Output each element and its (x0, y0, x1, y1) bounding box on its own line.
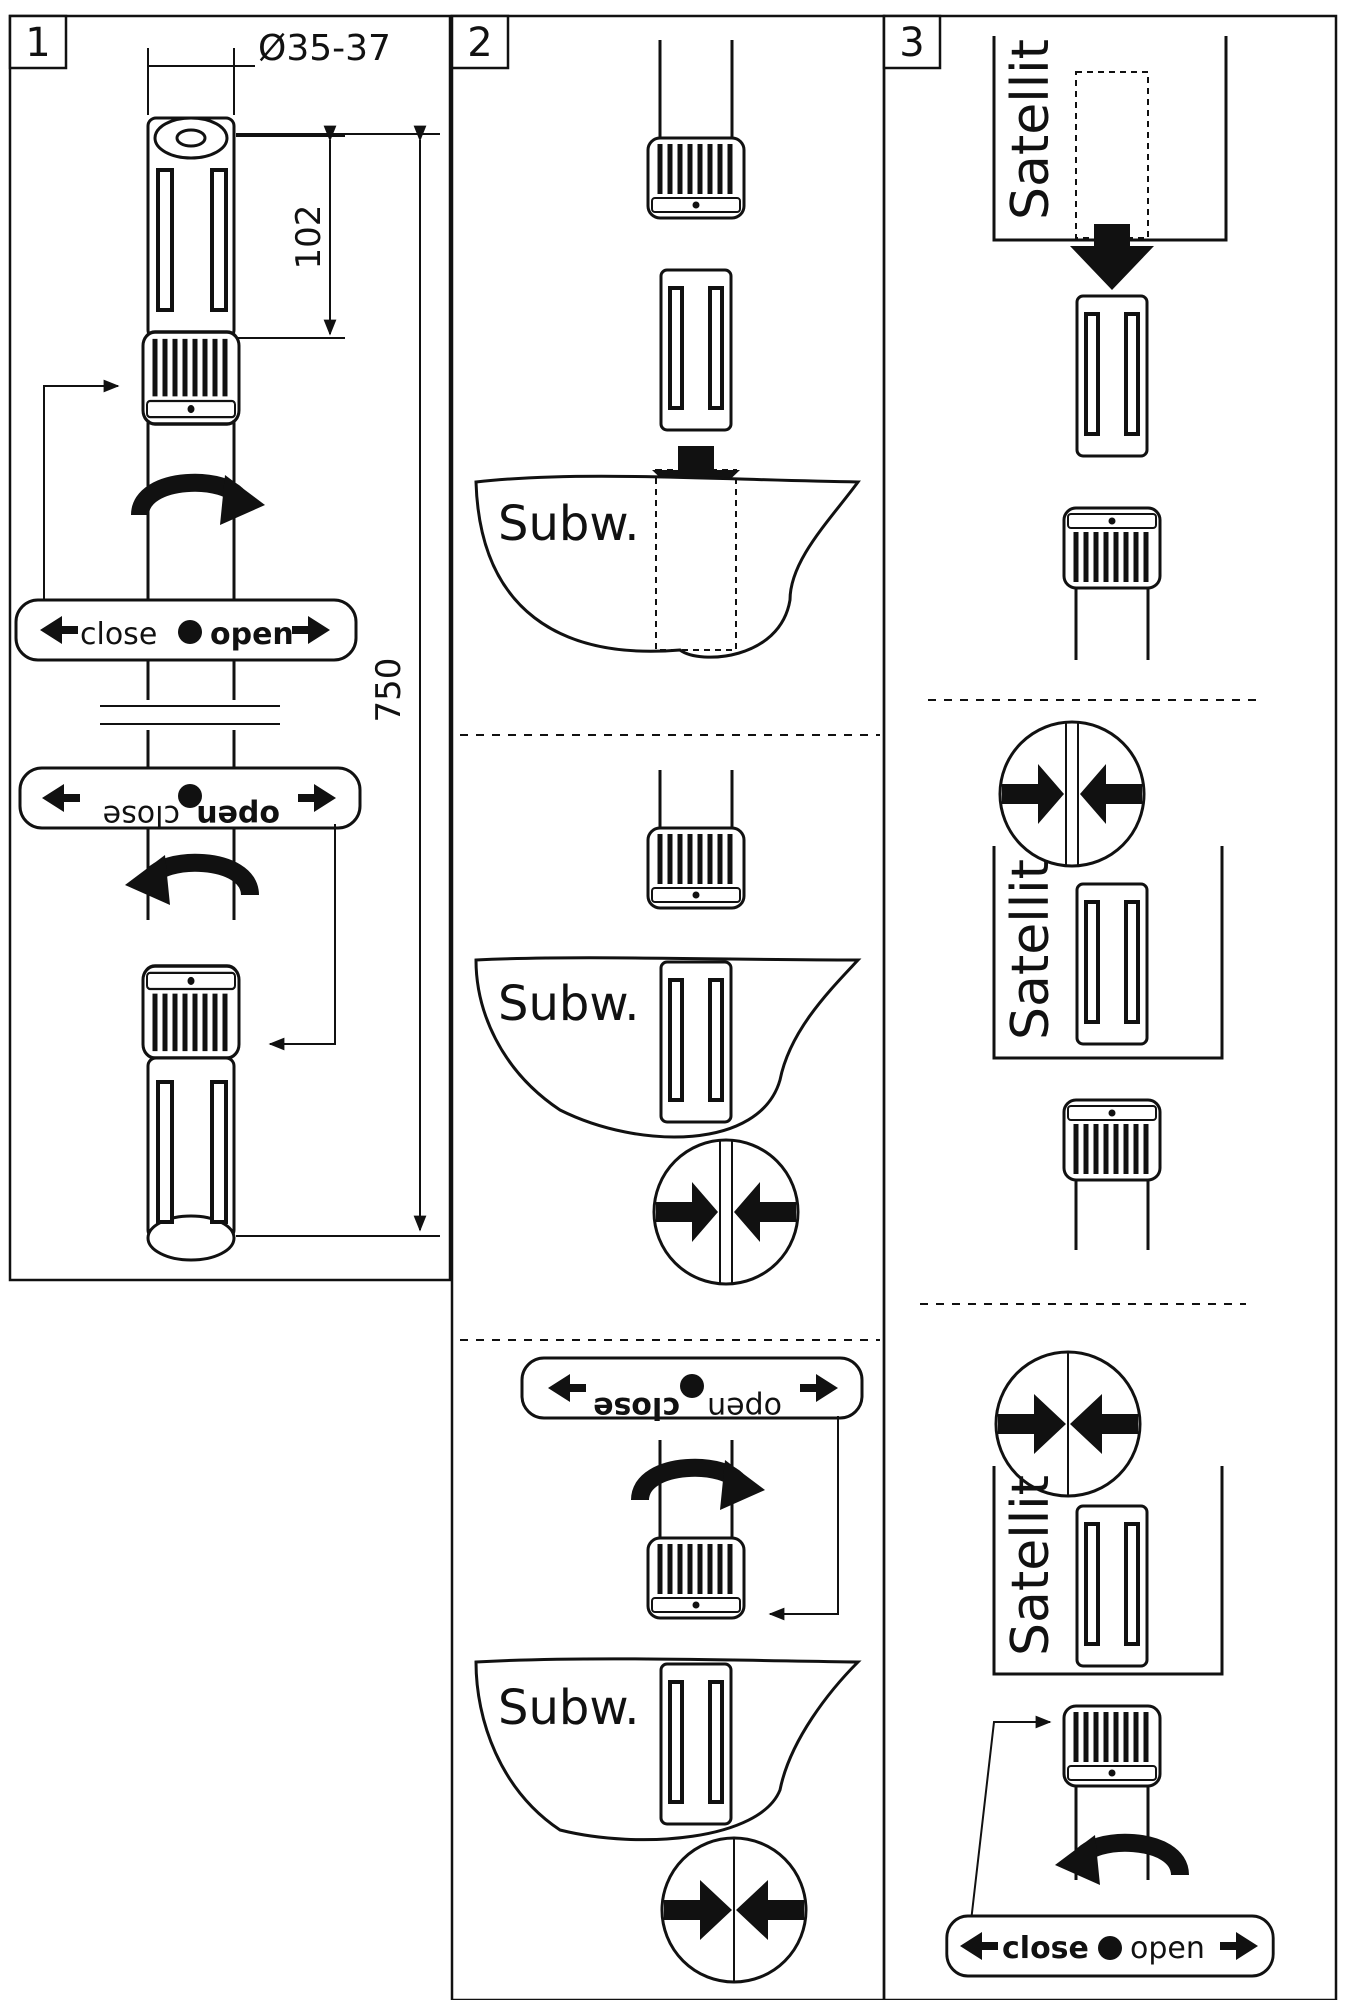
panel-3-step-c: Satellit close open (945, 1350, 1275, 1978)
open-label-3c: open (1130, 1931, 1205, 1966)
close-label-c: close (593, 1390, 680, 1425)
panel-3-number: 3 (899, 20, 924, 66)
subwoofer-label-a: Subw. (498, 496, 639, 552)
panel-2-step-c: close open Subw. (474, 1356, 864, 1984)
subwoofer-label-b: Subw. (498, 976, 639, 1032)
open-label-upper: open (210, 617, 294, 652)
panel-2-number: 2 (467, 20, 492, 66)
close-label-lower: close (103, 798, 180, 833)
close-open-label-step-3c: close open (945, 1914, 1275, 1978)
panel-1-frame: 1 (8, 14, 452, 1282)
close-open-label-upper: close open (14, 598, 358, 662)
panel-3-step-b: Satellit (992, 720, 1224, 1250)
diameter-dimension: Ø35-37 (258, 28, 391, 69)
panel-1-illustration: Ø35-37 102 750 (14, 28, 440, 1262)
panel-3-frame: 3 (882, 14, 1338, 2000)
length-dimension: 750 (369, 658, 409, 723)
close-open-label-step-c: close open (520, 1356, 864, 1425)
subwoofer-label-c: Subw. (498, 1680, 639, 1736)
open-label-lower: open (196, 798, 280, 833)
close-label-3c: close (1002, 1931, 1089, 1966)
satellite-label-a: Satellit (1001, 39, 1061, 220)
height-dimension: 102 (289, 205, 329, 270)
satellite-label-b: Satellit (1001, 859, 1061, 1040)
panel-2-step-a: Subw. (474, 40, 861, 659)
panel-1-number: 1 (25, 20, 50, 66)
panel-3-step-a: Satellit (992, 36, 1228, 660)
panel-2-step-b: Subw. (474, 770, 862, 1286)
close-open-label-lower: close open (18, 766, 362, 833)
open-label-c: open (707, 1390, 782, 1425)
satellite-label-c: Satellit (1001, 1475, 1061, 1656)
close-label-upper: close (80, 617, 157, 652)
